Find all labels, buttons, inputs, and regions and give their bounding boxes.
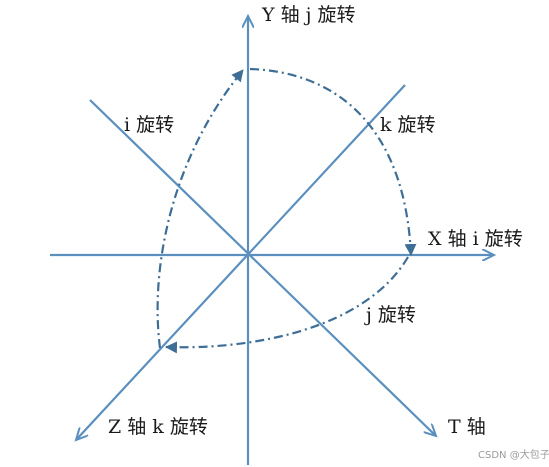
t-axis-line (89, 99, 436, 436)
i-rotation-curve (156, 69, 244, 349)
t-axis-label: T 轴 (448, 416, 486, 438)
k-rotation-curve (249, 67, 417, 256)
i-rotation-label: i 旋转 (124, 114, 175, 136)
x-axis-label: X 轴 i 旋转 (428, 228, 523, 250)
j-rotation-label: j 旋转 (366, 304, 416, 326)
k-rotation-label: k 旋转 (380, 114, 436, 136)
y-axis-label: Y 轴 j 旋转 (262, 4, 356, 26)
z-axis-line (76, 84, 406, 440)
j-rotation-curve (165, 256, 409, 354)
watermark: CSDN @大包子 (478, 450, 549, 461)
z-axis-label: Z 轴 k 旋转 (108, 416, 208, 438)
